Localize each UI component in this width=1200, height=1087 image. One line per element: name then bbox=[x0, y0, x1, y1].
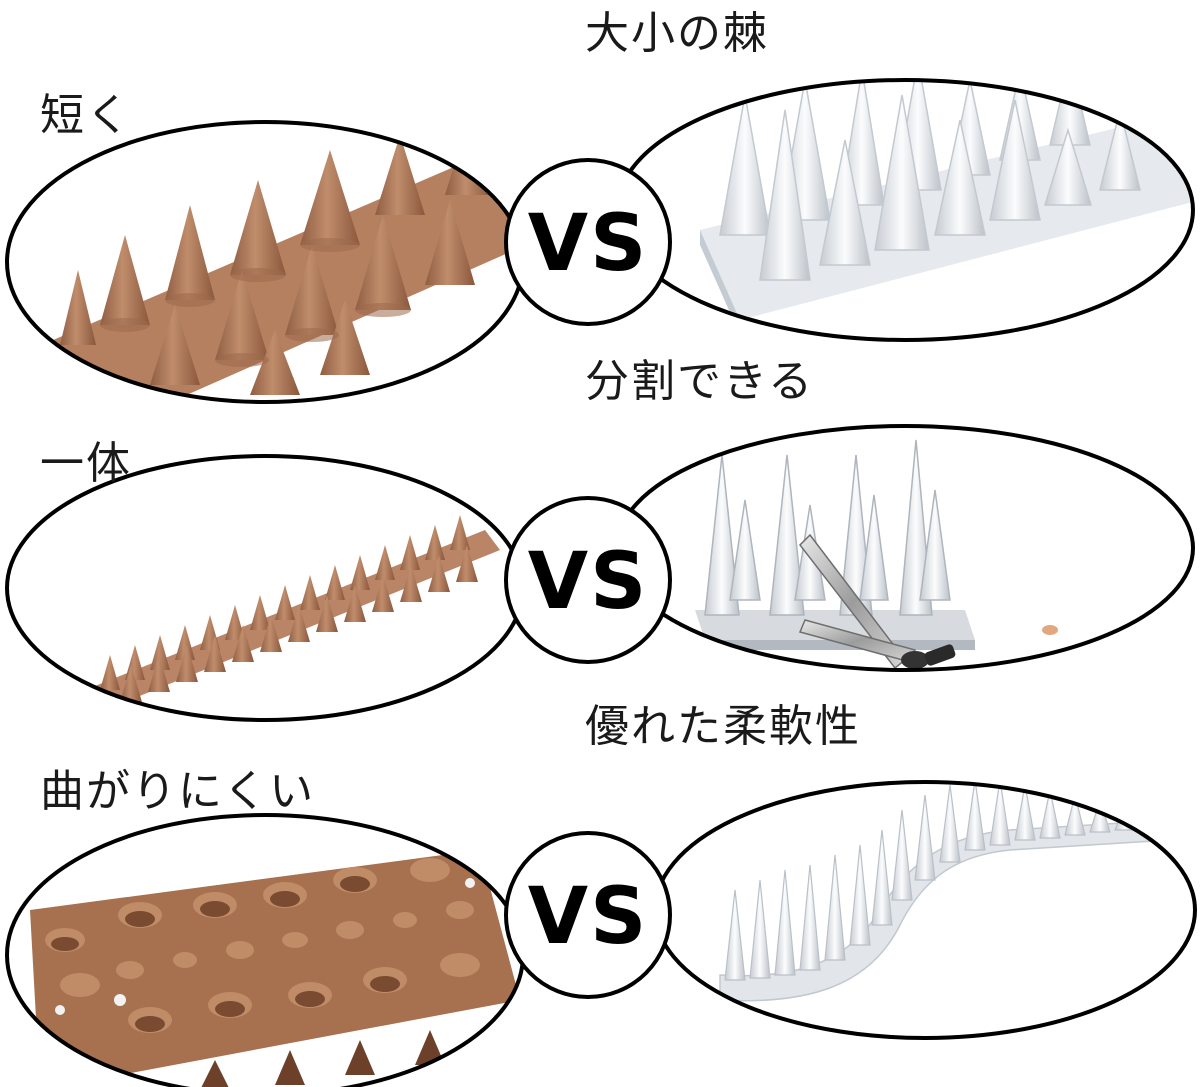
clear-spike-photo-1 bbox=[700, 80, 1193, 335]
brown-spikes-large bbox=[60, 122, 491, 395]
label-one-piece: 一体 bbox=[40, 438, 132, 489]
vs-text-2: VS bbox=[528, 537, 649, 627]
vs-badge-1: VS bbox=[504, 158, 672, 326]
label-hard-to-bend: 曲がりにくい bbox=[40, 766, 316, 817]
brown-spike-photo-2 bbox=[85, 515, 500, 720]
label-excellent-flexibility: 優れた柔軟性 bbox=[585, 701, 861, 752]
brown-spike-photo-1 bbox=[30, 122, 523, 402]
vs-text-1: VS bbox=[528, 199, 649, 289]
vs-text-3: VS bbox=[528, 872, 649, 962]
brown-spike-photo-3 bbox=[30, 850, 520, 1087]
label-big-and-small-spikes: 大小の棘 bbox=[585, 8, 769, 59]
label-short: 短く bbox=[40, 90, 132, 141]
vs-badge-3: VS bbox=[504, 831, 672, 999]
vs-badge-2: VS bbox=[504, 496, 672, 664]
clear-spike-photo-2 bbox=[695, 439, 1058, 670]
row-1 bbox=[5, 78, 1195, 404]
label-splittable: 分割できる bbox=[585, 356, 815, 407]
